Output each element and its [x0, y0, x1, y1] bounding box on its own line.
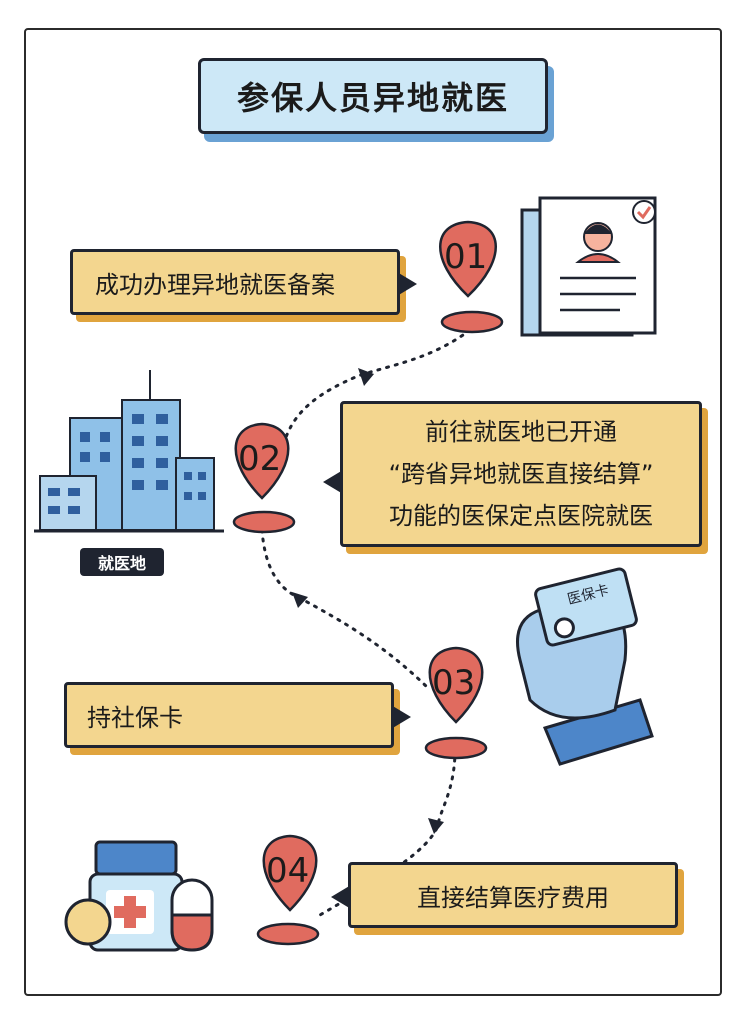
step-number-02: 02: [238, 439, 281, 479]
step-1-text: 成功办理异地就医备案: [95, 270, 335, 299]
medicine-bottle-pills-icon: [64, 840, 214, 952]
step-4-text: 直接结算医疗费用: [417, 883, 609, 912]
hand-holding-card-icon: 医保卡: [516, 567, 654, 766]
step-2-line-2: “跨省异地就医直接结算”: [388, 460, 654, 488]
step-1-bubble: 成功办理异地就医备案: [70, 249, 417, 315]
step-3-bubble: 持社保卡: [64, 682, 411, 748]
location-pin-icon: [256, 834, 320, 946]
location-pin-icon: [424, 646, 488, 760]
page-title: 参保人员异地就医: [198, 58, 548, 134]
path-arrows: [292, 368, 444, 834]
location-pin-icon: [439, 220, 504, 334]
step-3-text: 持社保卡: [87, 703, 183, 732]
bubble-tail: [323, 470, 343, 494]
step-2-line-1: 前往就医地已开通: [425, 418, 617, 446]
step-2-bubble: 前往就医地已开通 “跨省异地就医直接结算” 功能的医保定点医院就医: [323, 401, 702, 547]
bubble-tail: [397, 272, 417, 296]
step-2-line-3: 功能的医保定点医院就医: [389, 502, 653, 530]
bubble-tail: [391, 705, 411, 729]
step-number-01: 01: [444, 237, 487, 277]
city-buildings-icon: [34, 370, 224, 533]
bubble-tail: [331, 885, 351, 909]
page-frame: [24, 28, 722, 996]
location-label: 就医地: [80, 548, 164, 576]
step-4-bubble: 直接结算医疗费用: [331, 862, 678, 928]
document-profile-icon: [520, 196, 657, 337]
step-number-04: 04: [266, 851, 309, 891]
location-pin-icon: [232, 422, 296, 534]
step-number-03: 03: [432, 663, 475, 703]
